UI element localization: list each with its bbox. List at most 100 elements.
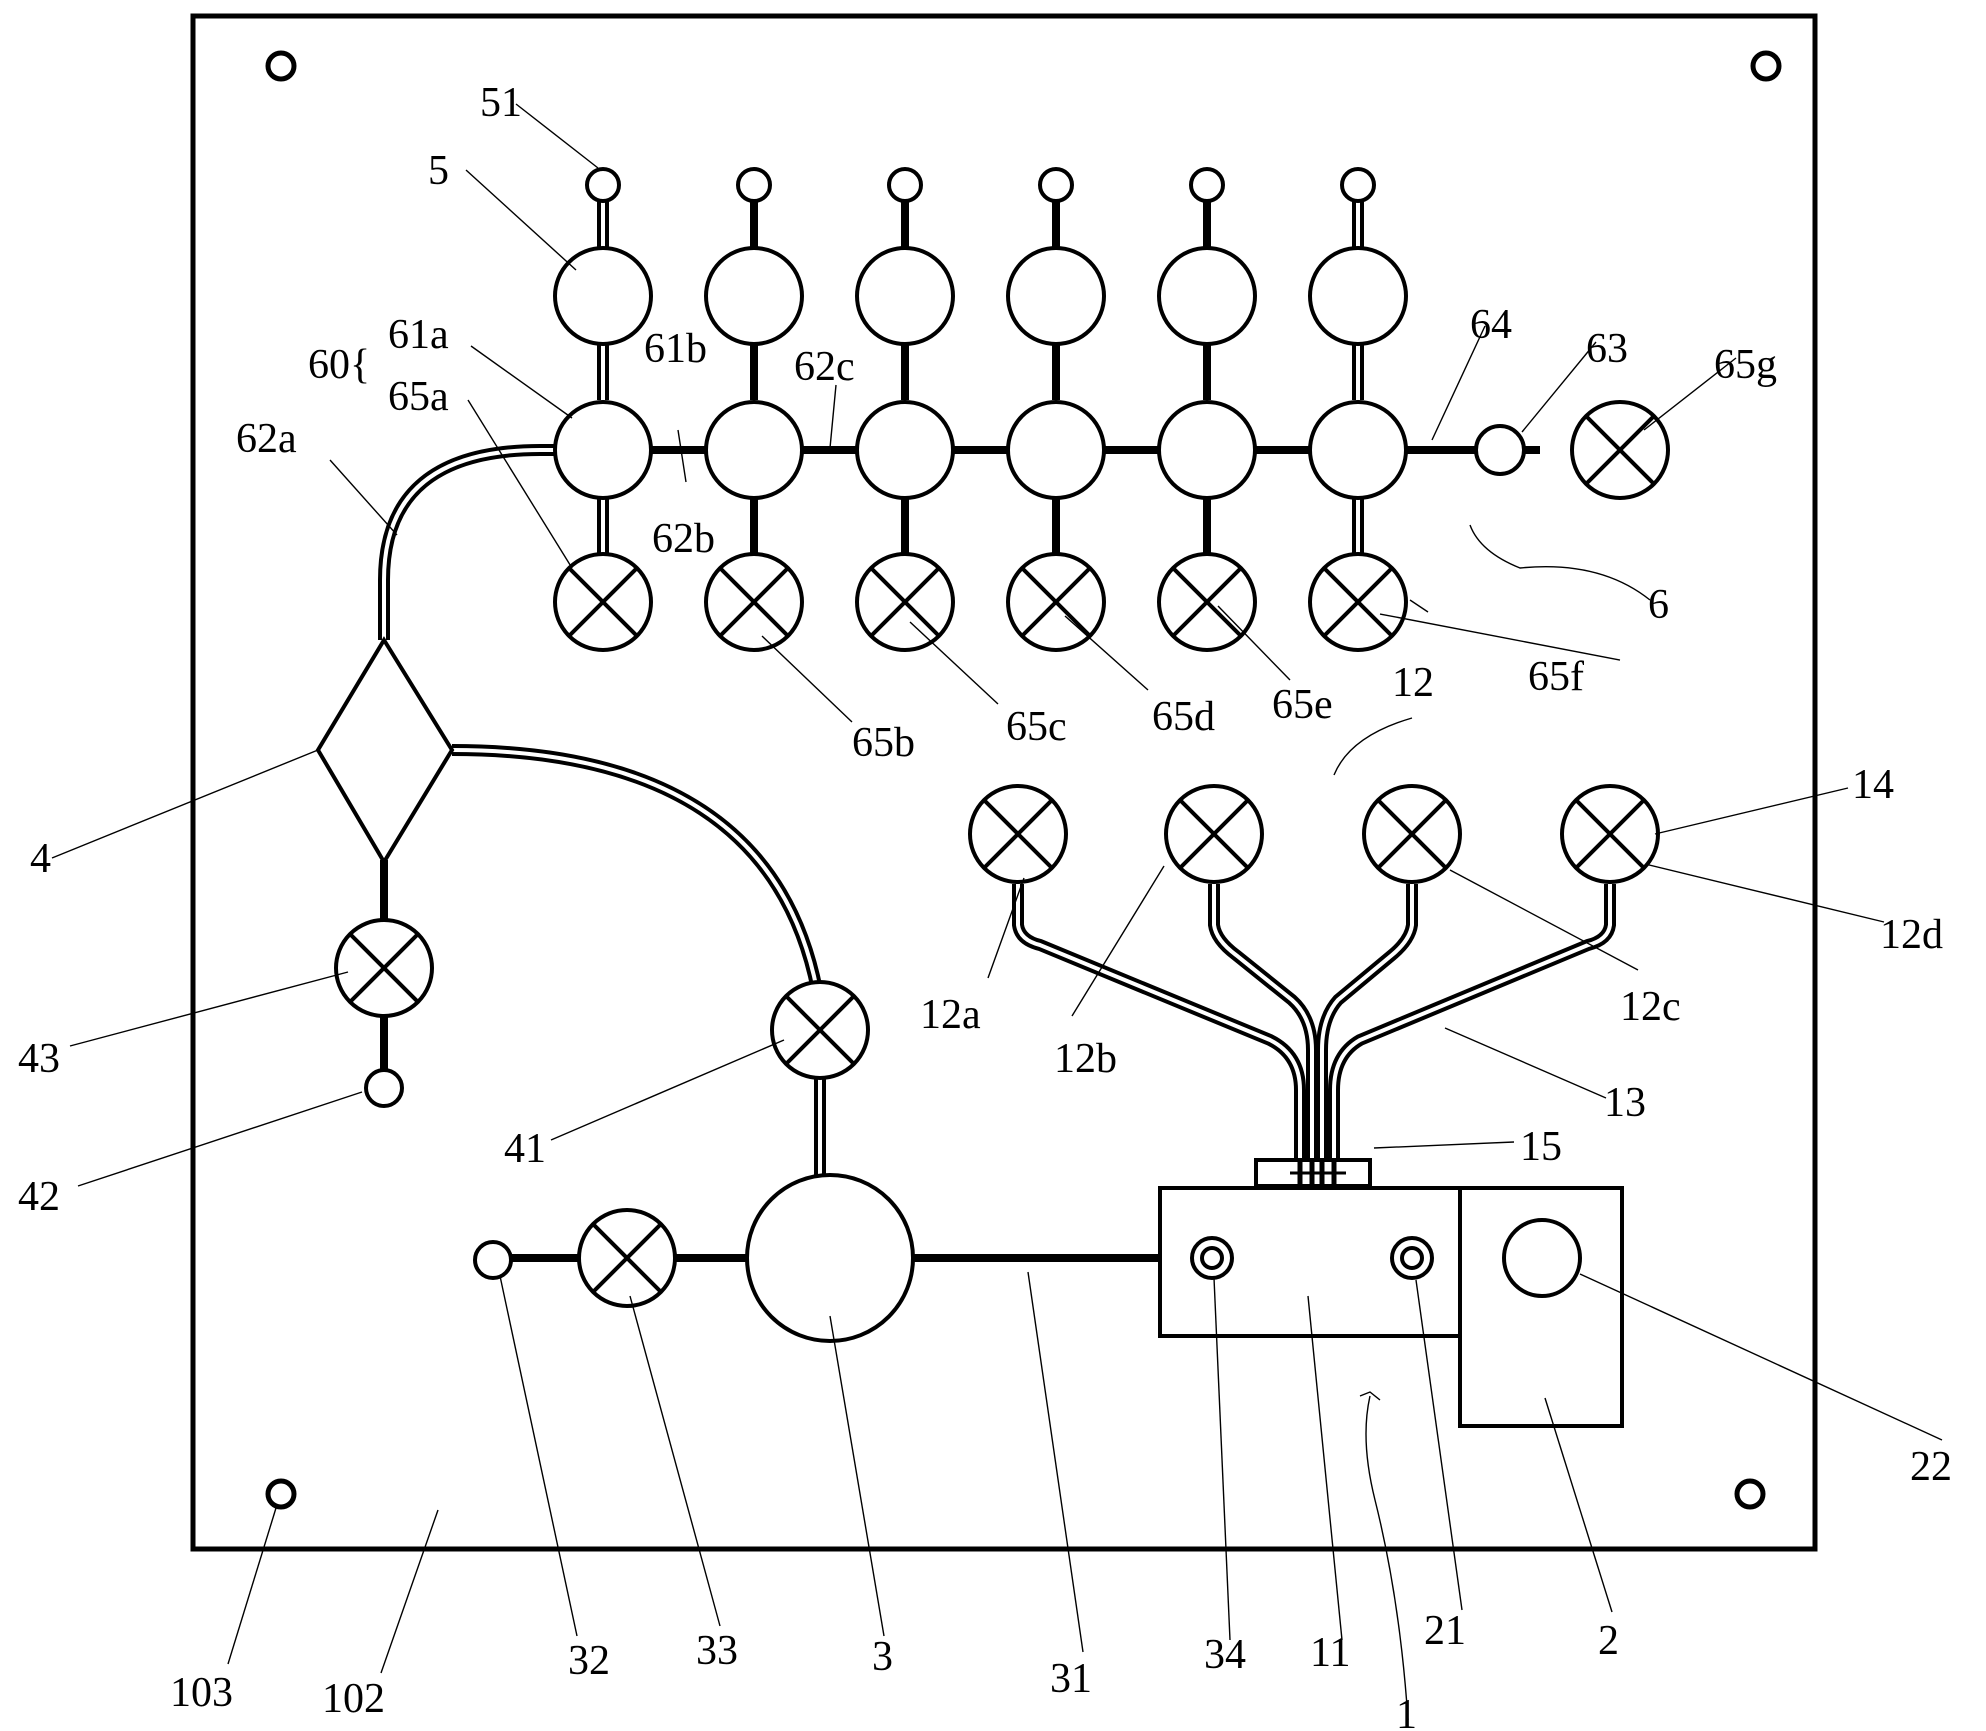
reaction-chamber — [855, 400, 955, 500]
label-65g: 65g — [1714, 342, 1777, 388]
label-63: 63 — [1586, 326, 1628, 372]
inlet-port — [887, 167, 923, 203]
label-13: 13 — [1604, 1080, 1646, 1126]
label-6: 6 — [1648, 582, 1669, 628]
label-42: 42 — [18, 1174, 60, 1220]
reaction-chambers-61 — [553, 400, 1408, 500]
valves — [334, 400, 1670, 1308]
label-43: 43 — [18, 1036, 60, 1082]
label-65d: 65d — [1152, 694, 1215, 740]
leader-lines — [51, 103, 1943, 1721]
label-62b: 62b — [652, 516, 715, 562]
label-33: 33 — [696, 1628, 738, 1674]
label-1: 1 — [1396, 1692, 1417, 1731]
reaction-chamber — [1308, 400, 1408, 500]
label-15: 15 — [1520, 1124, 1562, 1170]
valve-icon — [1570, 400, 1670, 500]
inlet-port — [736, 167, 772, 203]
valve-icon — [770, 980, 870, 1080]
board-outline — [190, 13, 1818, 1552]
valve-icon — [968, 784, 1068, 884]
reaction-chamber — [553, 400, 653, 500]
column-channels — [597, 198, 1364, 556]
valve-icon — [1006, 552, 1106, 652]
label-61b: 61b — [644, 326, 707, 372]
port-42 — [364, 1068, 404, 1108]
mounting-hole-bottom-left — [265, 1478, 297, 1510]
label-103: 103 — [170, 1670, 233, 1716]
reagent-chamber — [1308, 246, 1408, 346]
label-3: 3 — [872, 1634, 893, 1680]
reagent-chamber — [1006, 246, 1106, 346]
label-34: 34 — [1204, 1632, 1246, 1678]
mounting-hole-top-left — [265, 50, 297, 82]
label-2: 2 — [1598, 1618, 1619, 1664]
inlet-port — [1340, 167, 1376, 203]
inlet-port — [1038, 167, 1074, 203]
label-21: 21 — [1424, 1608, 1466, 1654]
port-32 — [473, 1240, 513, 1280]
reagent-chamber — [704, 246, 804, 346]
reagent-chamber — [553, 246, 653, 346]
label-60: 60{ — [308, 342, 370, 388]
label-62a: 62a — [236, 416, 297, 462]
valve-icon — [1157, 552, 1257, 652]
label-41: 41 — [504, 1126, 546, 1172]
valve-icon — [855, 552, 955, 652]
label-102: 102 — [322, 1676, 385, 1722]
valve-icon — [334, 918, 434, 1018]
label-62c: 62c — [794, 344, 855, 390]
inlet-port — [585, 167, 621, 203]
mounting-hole-bottom-right — [1734, 1478, 1766, 1510]
label-64: 64 — [1470, 302, 1512, 348]
label-31: 31 — [1050, 1656, 1092, 1702]
channel-4-41 — [451, 744, 823, 992]
reaction-chamber — [1006, 400, 1106, 500]
port-21 — [1390, 1236, 1434, 1280]
reagent-chamber — [1157, 246, 1257, 346]
circle-22 — [1502, 1218, 1582, 1298]
fan-channels-13 — [1012, 884, 1616, 1160]
label-5: 5 — [428, 148, 449, 194]
label-32: 32 — [568, 1638, 610, 1684]
label-12d: 12d — [1880, 912, 1943, 958]
reaction-chamber — [704, 400, 804, 500]
label-12c: 12c — [1620, 984, 1681, 1030]
valve-icon — [704, 552, 804, 652]
outlet-port-63 — [1474, 424, 1526, 476]
label-22: 22 — [1910, 1444, 1952, 1490]
reaction-chamber — [1157, 400, 1257, 500]
valve-icon — [1308, 552, 1408, 652]
label-51: 51 — [480, 80, 522, 126]
reagent-chambers-5 — [553, 246, 1408, 346]
label-4: 4 — [30, 836, 51, 882]
label-12a: 12a — [920, 992, 981, 1038]
label-12: 12 — [1392, 660, 1434, 706]
channel-62a — [378, 444, 555, 640]
splitter-diamond-4 — [315, 636, 455, 866]
valve-icon — [553, 552, 653, 652]
inlet-port — [1189, 167, 1225, 203]
mounting-hole-top-right — [1750, 50, 1782, 82]
label-65b: 65b — [852, 720, 915, 766]
label-14: 14 — [1852, 762, 1894, 808]
valve-icon — [577, 1208, 677, 1308]
connector-15-channels — [1290, 1160, 1346, 1186]
channels — [378, 198, 1616, 1262]
label-12b: 12b — [1054, 1036, 1117, 1082]
reference-labels: 51 5 60{ 61a 65a 61b 62c 64 63 65g 62a 6… — [18, 80, 1952, 1731]
inlet-ports-51 — [585, 167, 1376, 203]
valve-icon — [1362, 784, 1462, 884]
port-34 — [1190, 1236, 1234, 1280]
mounting-holes — [265, 50, 1782, 1510]
label-65c: 65c — [1006, 704, 1067, 750]
label-65e: 65e — [1272, 682, 1333, 728]
reagent-chamber — [855, 246, 955, 346]
label-65f: 65f — [1528, 654, 1584, 700]
label-61a: 61a — [388, 312, 449, 358]
label-65a: 65a — [388, 374, 449, 420]
valve-icon — [1164, 784, 1264, 884]
chamber-3 — [745, 1173, 915, 1343]
